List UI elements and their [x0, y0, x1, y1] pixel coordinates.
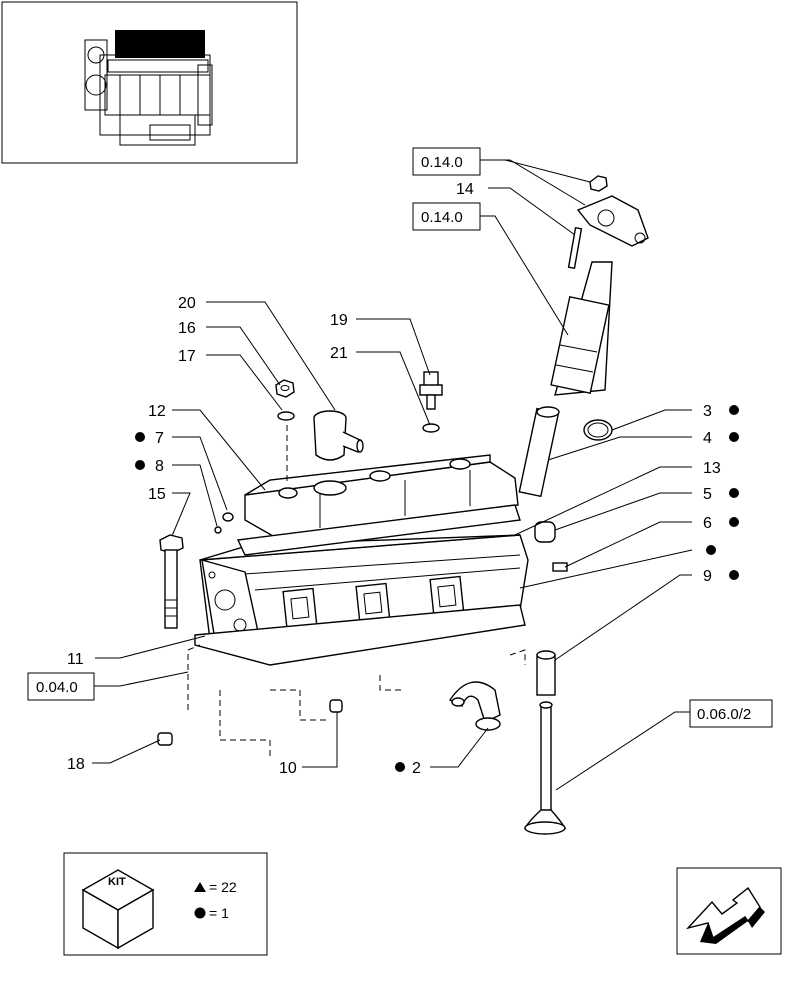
callout-16: 16 [178, 320, 196, 337]
plugs-and-bolt [157, 512, 343, 746]
callout-8: 8 [155, 458, 164, 475]
reference-boxes: 0.14.0 0.14.0 0.04.0 0.06.0/2 [27, 147, 773, 728]
nav-arrow-frame[interactable] [676, 867, 782, 955]
callout-6: 6 [703, 515, 712, 532]
callout-18: 18 [67, 756, 85, 773]
elbow-pipe [448, 681, 501, 731]
kit-triangle-legend: = 22 [209, 879, 237, 895]
small-parts [534, 521, 568, 696]
callout-9: 9 [703, 568, 712, 585]
leader-lines [92, 159, 693, 791]
kit-legend-frame [63, 852, 268, 956]
ref-box-0-04-0[interactable] [27, 672, 95, 701]
callout-17: 17 [178, 348, 196, 365]
callout-2-dot [395, 762, 405, 772]
back-arrow-shadow-lower [700, 917, 748, 944]
engine-thumbnail-drawing [84, 30, 213, 146]
valve [523, 701, 567, 835]
callout-4-dot [729, 432, 739, 442]
back-arrow-icon [685, 886, 761, 940]
cylinder-head-dot [706, 545, 716, 555]
injector-assembly [550, 175, 649, 396]
ref-box-0-14-0-bottom[interactable] [412, 202, 481, 231]
previous-page-nav[interactable] [676, 867, 782, 955]
callout-13: 13 [703, 460, 721, 477]
callout-5-dot [729, 488, 739, 498]
callout-19: 19 [330, 312, 348, 329]
callout-20: 20 [178, 295, 196, 312]
callout-3-dot [729, 405, 739, 415]
callout-7-dot [135, 432, 145, 442]
callout-6-dot [729, 517, 739, 527]
ref-box-0-06-0-2[interactable] [689, 699, 773, 728]
callout-9-dot [729, 570, 739, 580]
engine-thumbnail [1, 1, 298, 164]
temperature-sensor [419, 371, 443, 433]
callout-15: 15 [148, 486, 166, 503]
head-gasket [194, 604, 526, 666]
triangle-icon [194, 882, 206, 892]
callout-11: 11 [67, 651, 84, 668]
engine-block-outline [187, 644, 526, 760]
ref-label-0-14-0-top: 0.14.0 [421, 154, 463, 171]
callout-14: 14 [456, 181, 474, 198]
ref-label-0-04-0: 0.04.0 [36, 679, 78, 696]
callout-4: 4 [703, 430, 712, 447]
dot-icon [194, 907, 206, 919]
kit-label: KIT [108, 876, 126, 888]
callout-labels: 20 16 17 19 21 12 7 8 15 14 3 4 13 5 6 9… [67, 181, 739, 777]
callout-10: 10 [279, 760, 297, 777]
callout-21: 21 [330, 345, 348, 362]
ref-label-0-06-0-2: 0.06.0/2 [697, 706, 751, 723]
callout-2: 2 [412, 760, 421, 777]
breather-cap [313, 410, 364, 461]
callout-12: 12 [148, 403, 166, 420]
callout-8-dot [135, 460, 145, 470]
back-arrow-shadow [748, 907, 765, 928]
callout-7: 7 [155, 430, 164, 447]
kit-legend: KIT = 22 = 1 [63, 852, 268, 956]
injector-sleeve [518, 406, 613, 498]
kit-dot-legend: = 1 [209, 905, 229, 921]
ref-label-0-14-0-bottom: 0.14.0 [421, 209, 463, 226]
callout-3: 3 [703, 403, 712, 420]
rocker-cover [236, 454, 521, 556]
thumbnail-frame [1, 1, 298, 164]
nut-and-washer [275, 379, 295, 485]
ref-box-0-14-0-top[interactable] [412, 147, 481, 176]
kit-cube-right [117, 888, 154, 950]
callout-5: 5 [703, 486, 712, 503]
